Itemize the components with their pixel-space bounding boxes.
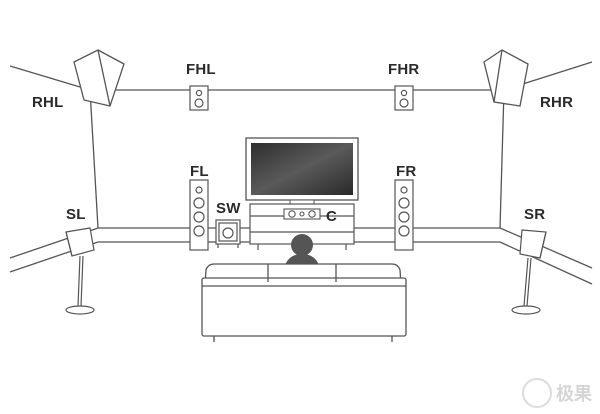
speaker-sr [511,229,547,315]
label-fl: FL [190,163,209,180]
label-rhl: RHL [32,94,64,111]
speaker-fr [394,179,414,251]
speaker-fhl [189,85,209,111]
speaker-fhr [394,85,414,111]
label-sl: SL [66,206,86,223]
label-fr: FR [396,163,417,180]
label-rhr: RHR [540,94,574,111]
speaker-sw [215,219,241,248]
label-c: C [326,208,338,225]
speaker-c [283,208,321,220]
watermark-logo-icon [522,378,552,408]
label-sw: SW [216,200,241,217]
label-fhr: FHR [388,61,420,78]
speaker-fl [189,179,209,251]
label-fhl: FHL [186,61,216,78]
watermark-text: 极果 [556,384,592,405]
label-sr: SR [524,206,546,223]
sofa [201,263,407,342]
speaker-rhl [73,49,125,107]
speaker-sl [65,227,95,315]
tv [245,137,359,205]
watermark: 极果 [522,378,592,408]
speaker-rhr [483,49,529,107]
